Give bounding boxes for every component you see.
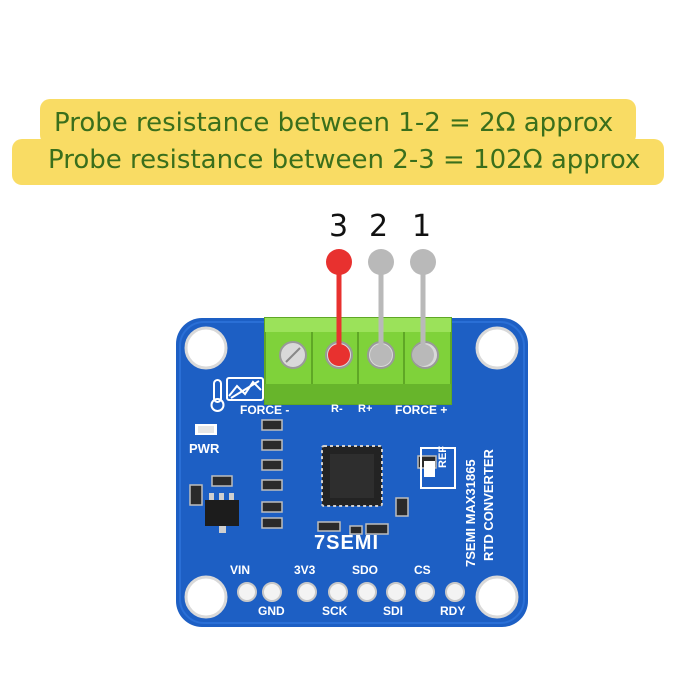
label-pwr: PWR — [189, 441, 220, 456]
wire-3-red — [326, 249, 352, 366]
pin-label-cs: CS — [414, 563, 431, 577]
label-force-plus: FORCE + — [395, 403, 448, 417]
wire-1-gray — [410, 249, 436, 366]
pin-label-sdo: SDO — [352, 563, 379, 577]
pin-label-sck: SCK — [322, 604, 348, 618]
ref-resistor — [420, 447, 456, 489]
mounting-hole-bottom-right — [475, 575, 519, 619]
mounting-hole-top-right — [475, 326, 519, 370]
pin-label-1: 1 — [412, 209, 432, 244]
pin-label-sdi: SDI — [383, 604, 404, 618]
pin-label-3v3: 3V3 — [294, 563, 316, 577]
brand-logo-7semi: 7SEMI — [314, 532, 380, 554]
pin-label-2: 2 — [369, 209, 389, 244]
header-pins — [237, 582, 465, 602]
label-ref: REF — [437, 446, 449, 468]
mounting-hole-bottom-left — [184, 575, 228, 619]
info-banner-bottom — [12, 139, 664, 185]
info-banner-top — [40, 99, 636, 145]
thermometer-icon — [210, 377, 264, 412]
label-r-minus: R- — [331, 403, 343, 415]
passive-components — [189, 419, 437, 535]
board-title-line-1: 7SEMI MAX31865 — [463, 459, 478, 567]
label-force-minus: FORCE - — [240, 403, 290, 417]
mounting-hole-top-left — [184, 326, 228, 370]
pin-label-rdy: RDY — [440, 604, 466, 618]
pwr-led — [195, 424, 217, 435]
label-r-plus: R+ — [358, 403, 373, 415]
max31865-chip — [321, 445, 383, 507]
voltage-regulator — [205, 493, 239, 533]
resistance-note-2-3: Probe resistance between 2-3 = 102Ω appr… — [48, 145, 641, 175]
board-title-line-2: RTD CONVERTER — [481, 449, 496, 561]
wire-2-gray — [368, 249, 394, 366]
screw-force-minus — [279, 341, 307, 369]
pin-label-3: 3 — [329, 209, 349, 244]
pin-label-gnd: GND — [258, 604, 285, 618]
pin-label-vin: VIN — [230, 563, 251, 577]
resistance-note-1-2: Probe resistance between 1-2 = 2Ω approx — [54, 108, 614, 138]
